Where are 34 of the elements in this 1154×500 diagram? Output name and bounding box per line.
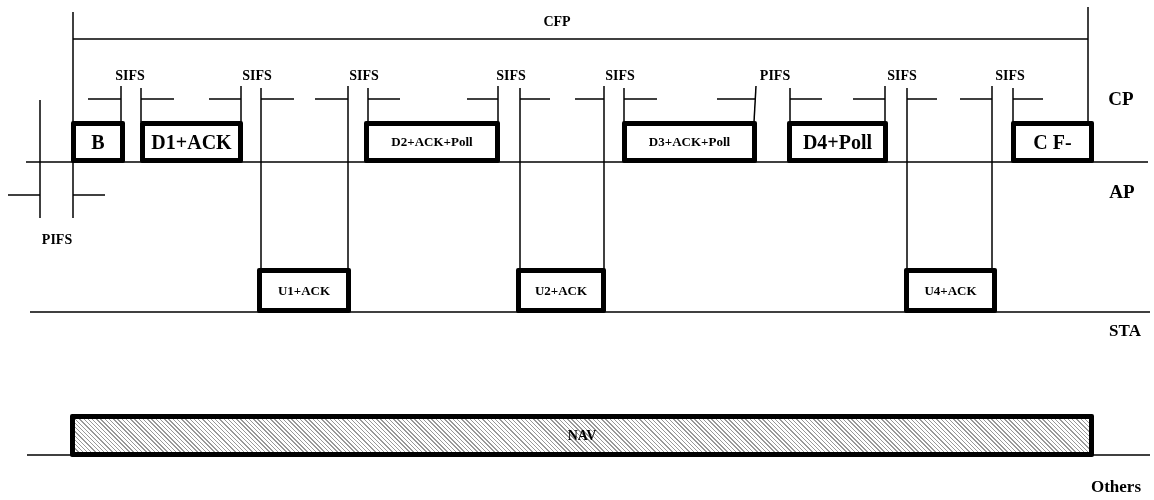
frame-label: U1+ACK <box>277 282 331 299</box>
frame-box <box>904 268 997 313</box>
frame-label: C F- <box>1033 130 1072 154</box>
interval-label: SIFS <box>242 68 272 84</box>
frame-label: D3+ACK+Poll <box>648 134 731 150</box>
interval-label: PIFS <box>41 232 73 248</box>
interval-label: PIFS <box>759 68 791 84</box>
frame-label: U4+ACK <box>924 282 977 299</box>
frame-box <box>622 121 757 163</box>
frame-box <box>1011 121 1094 163</box>
frame-box <box>364 121 500 163</box>
frame-label: NAV <box>567 427 597 444</box>
frame-box <box>787 121 888 163</box>
station-label: Others <box>1091 477 1141 497</box>
frame-box <box>257 268 351 313</box>
station-label: CP <box>1108 88 1134 110</box>
frame-label: U2+ACK <box>534 282 588 299</box>
interval-label: SIFS <box>887 68 917 84</box>
frame-label: B <box>91 130 105 154</box>
frame-box <box>140 121 243 163</box>
frame-label: D1+ACK <box>151 130 232 154</box>
station-label: AP <box>1109 181 1135 203</box>
interval-label: SIFS <box>349 68 379 84</box>
frame-label: D2+ACK+Poll <box>391 134 473 150</box>
interval-label: SIFS <box>605 68 635 84</box>
period-label: CFP <box>543 14 571 30</box>
nav-bar <box>70 414 1094 457</box>
frame-box <box>71 121 125 163</box>
interval-label: SIFS <box>496 68 526 84</box>
station-label: STA <box>1109 321 1141 341</box>
interval-label: SIFS <box>115 68 145 84</box>
interval-label: SIFS <box>995 68 1025 84</box>
frame-box <box>516 268 606 313</box>
frame-label: D4+Poll <box>802 130 873 154</box>
